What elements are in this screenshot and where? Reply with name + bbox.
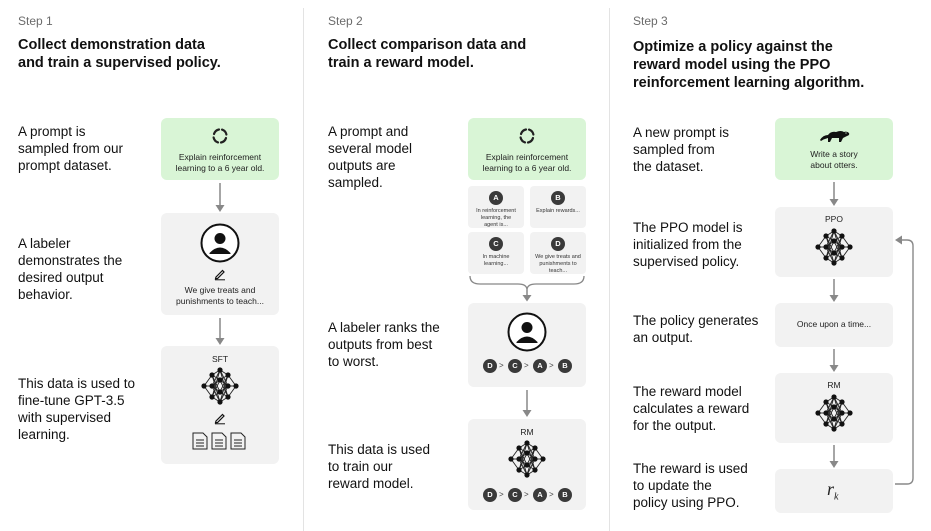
rank-separator: > <box>524 490 529 499</box>
otter-icon <box>820 131 850 142</box>
step1-title: Collect demonstration data and train a s… <box>18 37 221 71</box>
bracket-icon <box>469 275 585 302</box>
step2-rank-box: D > C > A > B <box>468 303 586 387</box>
column-divider <box>609 8 610 531</box>
step2-title: Collect comparison data and train a rewa… <box>328 37 527 71</box>
rank-badge: B <box>558 359 572 373</box>
rank-badge: A <box>533 359 547 373</box>
output-badge: D <box>551 237 565 251</box>
step3-ppo-box: PPO <box>775 207 893 277</box>
arrow-icon <box>829 279 839 302</box>
feedback-arrow-icon <box>895 235 914 485</box>
column-divider <box>303 8 304 531</box>
step3-reward-box: rk <box>775 469 893 513</box>
recycle-icon <box>519 128 535 144</box>
rank-separator: > <box>499 361 504 370</box>
rank-separator: > <box>524 361 529 370</box>
output-card-b: B Explain rewards... <box>530 186 586 228</box>
rank-badge: D <box>483 359 497 373</box>
pencil-icon <box>214 269 225 281</box>
rank-badge: D <box>483 488 497 502</box>
output-text: Explain rewards... <box>536 208 580 214</box>
neural-network-icon <box>815 228 853 266</box>
neural-network-icon <box>201 367 239 405</box>
pencil-icon <box>214 413 225 425</box>
rank-badge: C <box>508 359 522 373</box>
person-icon <box>200 223 240 263</box>
arrow-icon <box>829 182 839 206</box>
step3-label: Step 3 <box>633 14 668 28</box>
output-badge: B <box>551 191 565 205</box>
step1-sft-box: SFT <box>161 346 279 464</box>
step1-label: Step 1 <box>18 14 53 28</box>
rank-badge: A <box>533 488 547 502</box>
arrow-icon <box>522 390 532 417</box>
output-badge: A <box>489 191 503 205</box>
arrow-icon <box>829 349 839 372</box>
step2-rm-box: RM D > C > A > B <box>468 419 586 510</box>
person-icon <box>507 312 547 352</box>
document-icon <box>192 432 246 450</box>
neural-network-icon <box>508 440 546 478</box>
output-badge: C <box>489 237 503 251</box>
rm-label: RM <box>827 380 841 390</box>
rm-label: RM <box>520 427 534 437</box>
sft-label: SFT <box>211 354 229 364</box>
policy-output-text: Once upon a time... <box>796 319 872 329</box>
arrow-icon <box>215 183 225 212</box>
recycle-icon <box>212 128 228 144</box>
arrow-icon <box>829 445 839 468</box>
rank-separator: > <box>549 490 554 499</box>
rank-badge: C <box>508 488 522 502</box>
step2-label: Step 2 <box>328 14 363 28</box>
neural-network-icon <box>815 394 853 432</box>
rank-badge: B <box>558 488 572 502</box>
rank-separator: > <box>549 361 554 370</box>
reward-symbol: rk <box>827 479 839 503</box>
step3-output-box: Once upon a time... <box>775 303 893 347</box>
step3-rm-box: RM <box>775 373 893 443</box>
ppo-label: PPO <box>825 214 843 224</box>
arrow-icon <box>215 318 225 345</box>
step3-title: Optimize a policy against the reward mod… <box>633 39 865 91</box>
rank-separator: > <box>499 490 504 499</box>
